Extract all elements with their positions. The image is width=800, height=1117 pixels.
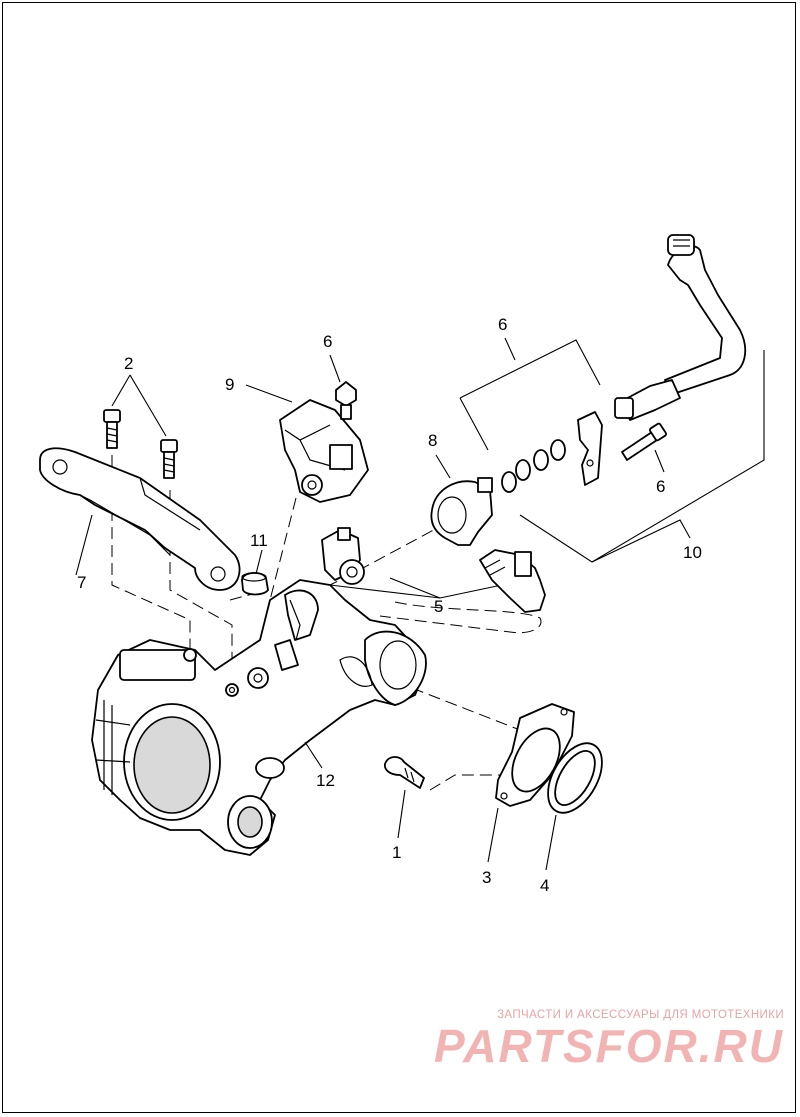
callout-10: 10 [683,543,702,562]
callout-11: 11 [250,531,268,550]
sensor-part-9 [279,399,369,503]
injector-cap-part-8 [430,477,493,546]
assembly-dashed-lines [111,455,542,791]
callout-8: 8 [428,431,437,450]
callout-1: 1 [392,843,401,862]
flange-part-3 [495,703,575,807]
bolt-part-6-right [621,422,667,461]
seal-ring-part-4 [547,742,603,814]
watermark: ЗАПЧАСТИ И АКСЕССУАРЫ ДЛЯ МОТОТЕХНИКИ PA… [434,1009,784,1073]
watermark-tagline: ЗАПЧАСТИ И АКСЕССУАРЫ ДЛЯ МОТОТЕХНИКИ [497,1009,784,1021]
callout-4: 4 [540,876,549,895]
callout-6-middle: 6 [498,315,507,334]
o-rings-and-clip-part-6 [501,411,603,493]
callout-2: 2 [124,354,133,373]
callout-9: 9 [225,375,234,394]
callout-3: 3 [482,868,491,887]
callout-5: 5 [434,597,443,616]
bolt-part-6-top [335,381,357,420]
callout-6-right: 6 [656,477,665,496]
bracket-part-7 [39,447,241,591]
callout-labels: 2 9 6 8 6 6 11 7 5 10 12 1 3 4 [77,315,702,895]
screws-part-2 [103,409,178,479]
fuel-hose-part-10 [614,234,747,421]
watermark-logo: PARTSFOR.RU [434,1020,784,1072]
callout-7: 7 [77,573,86,592]
callout-12: 12 [316,771,335,790]
injector-part-5 [321,527,546,613]
cap-part-11 [241,572,269,596]
throttle-body-part-12 [91,579,427,856]
callout-6-top: 6 [323,332,332,351]
bolt-part-1 [384,756,425,789]
leader-lines [75,337,765,871]
